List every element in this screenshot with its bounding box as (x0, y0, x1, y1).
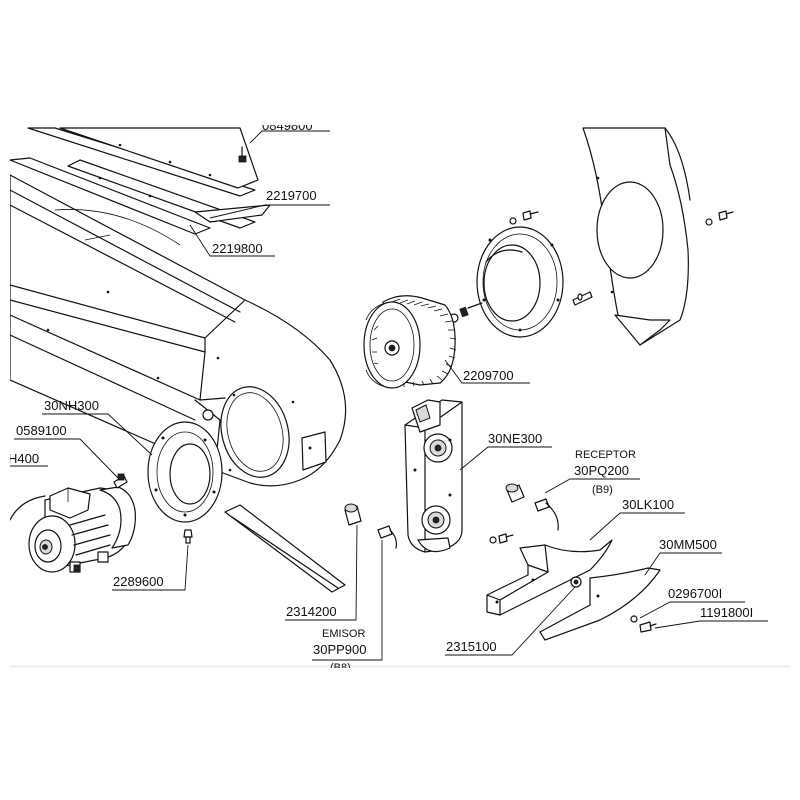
bushing-2314200 (344, 503, 362, 526)
guard-plate (539, 567, 661, 641)
electric-motor (10, 486, 136, 573)
label-1191800I: 1191800I (700, 605, 753, 620)
washer-screw (630, 615, 657, 633)
label-top-cut: 0849800 (262, 118, 313, 133)
label-2219700: 2219700 (266, 188, 317, 203)
belt-housing (10, 174, 347, 487)
inlet-ring (476, 226, 564, 338)
motor-flange (147, 421, 223, 523)
label-H400: H400 (8, 451, 39, 466)
belt-drive-plate (404, 399, 463, 553)
label-2315100: 2315100 (446, 639, 497, 654)
label-30NH300: 30NH300 (44, 398, 99, 413)
label-emisor: EMISOR (322, 628, 365, 640)
bottom-band (10, 665, 790, 668)
part-labels: 0849800 2219700 2219800 2209700 30NH300 … (8, 118, 753, 674)
belt-rail (224, 504, 346, 593)
label-30NE300: 30NE300 (488, 431, 542, 446)
label-30PP900: 30PP900 (313, 642, 367, 657)
fitting-0589100 (113, 473, 128, 489)
label-30MM500: 30MM500 (659, 537, 717, 552)
top-cover-plates (10, 127, 271, 235)
receptor-sensor (505, 483, 559, 531)
fan-impeller (363, 295, 457, 389)
label-30LK100: 30LK100 (622, 497, 674, 512)
fan-bolt (449, 302, 483, 323)
label-2289600: 2289600 (113, 574, 164, 589)
label-0589100: 0589100 (16, 423, 67, 438)
label-30PQ200: 30PQ200 (574, 463, 629, 478)
support-bracket (486, 539, 613, 616)
label-2219800: 2219800 (212, 241, 263, 256)
bolt-2289600 (183, 529, 193, 544)
support-bolt (489, 533, 514, 544)
label-0296700I: 0296700I (668, 586, 722, 601)
emisor-sensor (377, 525, 397, 549)
fan-housing (582, 127, 691, 346)
label-2314200: 2314200 (286, 604, 337, 619)
stud-pin (572, 291, 593, 306)
label-2209700: 2209700 (463, 368, 514, 383)
label-b8: (B8) (330, 662, 351, 674)
label-b9: (B9) (592, 484, 613, 496)
top-bolts (238, 146, 734, 226)
label-receptor: RECEPTOR (575, 449, 636, 461)
leader-lines (10, 130, 768, 661)
